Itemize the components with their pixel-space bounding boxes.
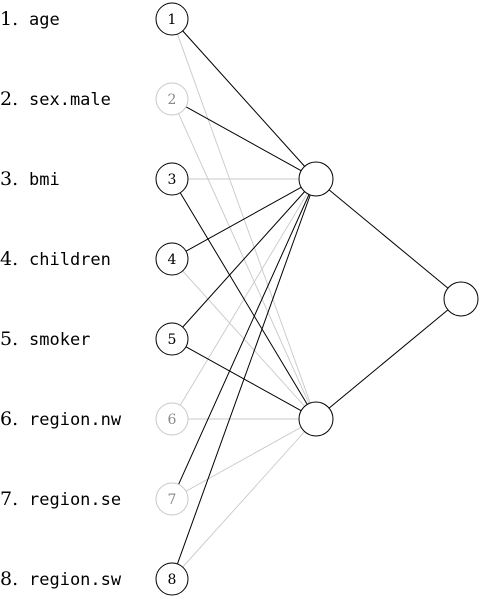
edge-input-4-hidden-1 bbox=[185, 186, 302, 252]
edge-input-3-hidden-2 bbox=[179, 192, 308, 405]
edge-input-7-hidden-1 bbox=[178, 194, 310, 485]
input-label-number: 5. bbox=[0, 328, 18, 350]
input-node-4 bbox=[155, 242, 189, 276]
input-label-name: age bbox=[29, 10, 60, 30]
output-node bbox=[443, 281, 479, 317]
input-label-number: 8. bbox=[0, 568, 18, 590]
edge-input-1-hidden-1 bbox=[182, 30, 305, 167]
edge-input-5-hidden-1 bbox=[182, 191, 305, 328]
input-node-7 bbox=[155, 482, 189, 516]
edge-input-8-hidden-2 bbox=[182, 431, 305, 568]
input-labels-layer: 1. age 2. sex.male 3. bmi 4. children 5. smoker 6.… bbox=[0, 8, 122, 590]
input-node-number: 4 bbox=[168, 252, 177, 268]
edge-input-7-hidden-2 bbox=[185, 426, 302, 492]
input-label-number: 4. bbox=[0, 248, 18, 270]
input-node-2 bbox=[155, 82, 189, 116]
nodes-layer: 1 2 3 4 5 6 7 8 bbox=[155, 2, 479, 596]
input-node-3 bbox=[155, 162, 189, 196]
edge-hidden-1-output bbox=[328, 189, 449, 289]
input-label-name: bmi bbox=[29, 170, 60, 190]
input-label-name: region.sw bbox=[29, 570, 122, 590]
input-label-name: region.se bbox=[29, 490, 121, 510]
input-label-number: 6. bbox=[0, 408, 18, 430]
input-label-number: 2. bbox=[0, 88, 18, 110]
input-node-number: 8 bbox=[168, 572, 177, 588]
hidden-node-2 bbox=[298, 401, 334, 437]
edge-hidden-2-output bbox=[328, 309, 449, 409]
input-node-5 bbox=[155, 322, 189, 356]
input-label-name: sex.male bbox=[29, 90, 111, 110]
edge-input-2-hidden-1 bbox=[185, 106, 302, 172]
input-label-name: smoker bbox=[29, 330, 90, 350]
input-node-8 bbox=[155, 562, 189, 596]
edges-layer bbox=[176, 30, 449, 568]
input-node-1 bbox=[155, 2, 189, 36]
hidden-node-1 bbox=[298, 161, 334, 197]
input-label-number: 1. bbox=[0, 8, 18, 30]
input-node-6 bbox=[155, 402, 189, 436]
input-node-number: 2 bbox=[168, 92, 177, 108]
input-node-number: 7 bbox=[168, 492, 177, 508]
input-node-number: 6 bbox=[168, 412, 177, 428]
edge-input-8-hidden-1 bbox=[176, 194, 311, 565]
input-node-number: 3 bbox=[168, 172, 177, 188]
input-node-number: 1 bbox=[168, 12, 177, 28]
input-label-number: 7. bbox=[0, 488, 18, 510]
input-label-name: children bbox=[29, 250, 111, 270]
input-label-number: 3. bbox=[0, 168, 18, 190]
input-node-number: 5 bbox=[168, 332, 177, 348]
input-label-name: region.nw bbox=[29, 410, 122, 430]
